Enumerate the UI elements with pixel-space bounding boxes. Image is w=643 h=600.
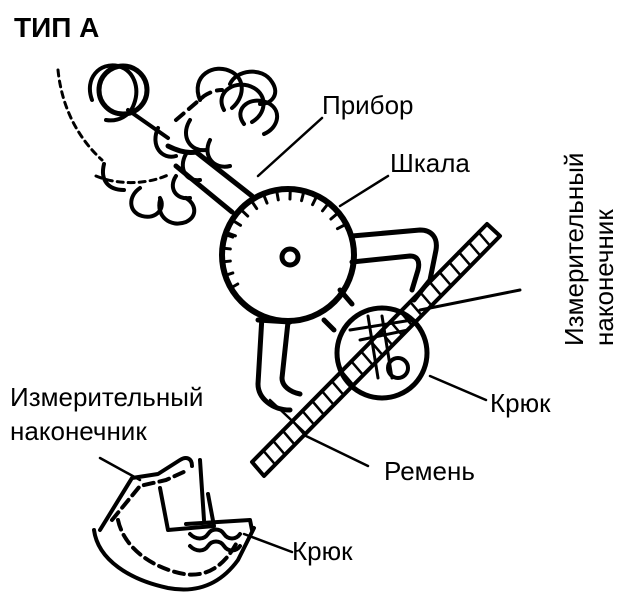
belt-hatch-line	[476, 230, 492, 248]
gauge-dial	[219, 186, 357, 324]
belt-hatch-line	[408, 300, 423, 317]
gauge-arm-upper	[337, 227, 439, 307]
dial-tick	[223, 233, 235, 239]
dial-tick	[335, 222, 348, 231]
belt-hatch-line	[349, 359, 365, 377]
gauge-arm-lower	[255, 313, 337, 413]
label-hook-top: Крюк	[490, 388, 551, 418]
belt-hatch-line	[388, 319, 404, 337]
belt-hatch-line	[457, 250, 472, 267]
hand-illustration	[56, 63, 280, 226]
belt-hatch-line	[437, 270, 453, 287]
belt-hatch-line	[379, 329, 394, 347]
dial-scale-ticks	[220, 187, 348, 290]
leader-lines	[98, 116, 488, 554]
dial-tick	[320, 201, 331, 213]
dial-tick	[261, 192, 269, 205]
dial-tick	[230, 218, 243, 227]
label-hook-bottom: Крюк	[292, 536, 353, 566]
dial-tick	[311, 194, 319, 207]
dial-tick	[224, 230, 237, 238]
label-scale: Шкала	[390, 148, 470, 178]
label-probe-top-line1: Измерительный	[559, 152, 589, 346]
belt-hatch-line	[369, 339, 384, 357]
belt-hatch-line	[398, 310, 414, 327]
belt-hatch-line	[261, 448, 277, 466]
probe-hook-inset	[92, 456, 256, 592]
diagram-title: ТИП А	[14, 12, 100, 43]
device-body	[165, 143, 255, 215]
belt-hatch-line	[418, 290, 433, 307]
dial-tick	[329, 211, 341, 221]
dial-tick	[220, 259, 232, 264]
belt-hatch-line	[330, 379, 345, 396]
belt-hatch-line	[320, 389, 335, 406]
belt-hatch-line	[310, 399, 325, 416]
dial-tick	[275, 188, 280, 202]
belt-hatch-line	[300, 409, 316, 426]
belt-hatch-line	[467, 240, 482, 258]
probe-tip-upper	[418, 288, 522, 312]
belt-hatch-line	[271, 438, 286, 456]
label-device: Прибор	[322, 90, 414, 120]
dial-tick	[223, 271, 235, 277]
belt-hatch-line	[281, 429, 296, 446]
label-probe-bottom-line2: наконечник	[10, 416, 147, 446]
label-probe-bottom-line1: Измерительный	[10, 382, 204, 412]
dial-tick	[229, 282, 240, 290]
label-probe-top: Измерительный наконечник	[559, 152, 620, 346]
label-belt: Ремень	[384, 456, 475, 486]
belt-hatch-line	[447, 260, 463, 277]
belt-hatch-line	[339, 369, 355, 386]
dial-tick	[239, 207, 250, 218]
belt-hatch-line	[428, 280, 443, 297]
dial-tick	[249, 198, 259, 211]
dial-tick	[300, 189, 306, 203]
belt-hatch-line	[359, 349, 374, 367]
label-probe-top-line2: наконечник	[588, 209, 619, 346]
dial-tick	[220, 246, 232, 251]
